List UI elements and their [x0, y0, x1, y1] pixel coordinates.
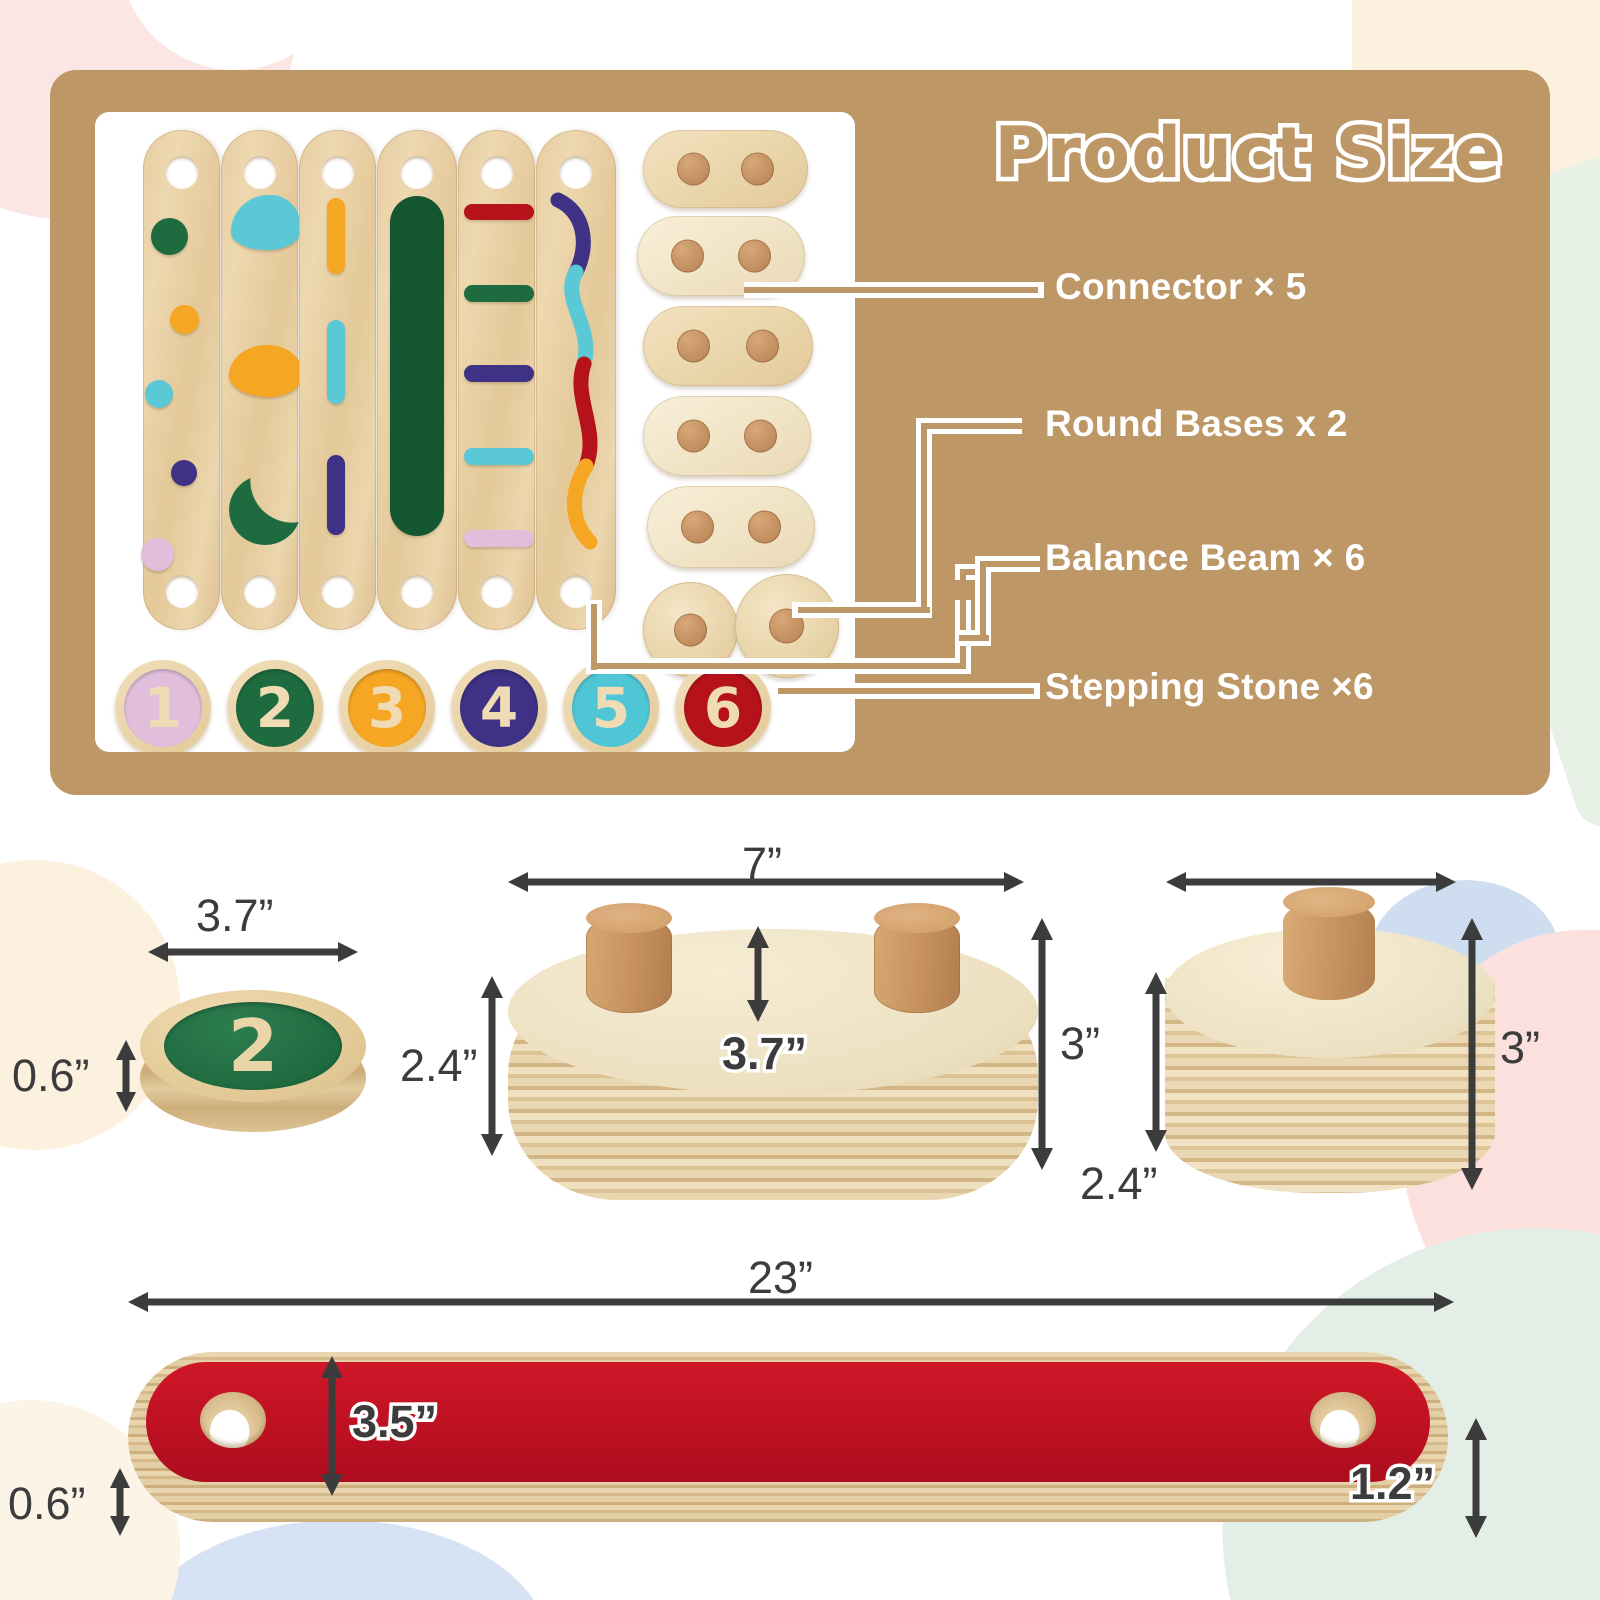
dim-round-base-total-height: 3” — [1500, 1022, 1541, 1073]
stone-number-6: 6 — [703, 676, 743, 740]
leader-line-stepping-stone — [778, 683, 1040, 699]
arrow-round-base-total-height — [1461, 918, 1483, 1190]
dim-beam-length: 23” — [748, 1252, 814, 1303]
callout-stepping-stone: Stepping Stone ×6 — [1045, 666, 1374, 707]
product-photo: 1 2 3 4 5 6 — [95, 112, 855, 752]
stone-number-2: 2 — [255, 676, 295, 740]
dim-beam-thickness: 0.6” — [8, 1478, 86, 1529]
beam-pill-cyan — [327, 320, 345, 404]
stepping-stone-2: 2 — [227, 660, 323, 752]
arrow-connector-inner — [747, 926, 769, 1022]
beam-dot-green — [151, 218, 188, 255]
balance-beam-4 — [377, 130, 457, 630]
disc-top: 2 — [140, 990, 366, 1102]
dim-beam-end-width: 1.2” — [1346, 1455, 1438, 1513]
arrow-connector-total-height — [1031, 918, 1053, 1170]
beam-dot-pink — [141, 538, 174, 571]
beam-dot-orange — [170, 305, 199, 334]
beam-bar-pink — [464, 530, 534, 547]
product-size-panel: Product Size — [50, 70, 1550, 795]
beam-pill-purple — [327, 455, 345, 535]
connector-3 — [643, 306, 813, 386]
dim-stone-thickness: 0.6” — [12, 1050, 90, 1101]
callout-balance-beam: Balance Beam × 6 — [1045, 537, 1366, 578]
arrow-beam-end-width — [1465, 1418, 1487, 1538]
callout-connector: Connector × 5 — [1055, 266, 1307, 307]
stepping-stone-1: 1 — [115, 660, 211, 752]
stone-face-2: 2 — [236, 669, 314, 747]
callout-round-bases: Round Bases x 2 — [1045, 403, 1348, 444]
dim-connector-body-height: 2.4” — [400, 1040, 478, 1091]
beam-shape-peanut — [229, 345, 303, 397]
arrow-beam-length — [128, 1292, 1454, 1312]
connector-1 — [643, 130, 808, 208]
beam-dot-cyan — [145, 380, 173, 408]
arrow-stone-thickness — [116, 1040, 136, 1112]
beam-pill-orange — [327, 198, 345, 274]
blob-blue-bottomleft — [130, 1520, 550, 1600]
beam-wave-path — [550, 192, 598, 550]
dim-round-base-body-height: 2.4” — [1080, 1158, 1158, 1209]
leader-line-connector — [744, 282, 1044, 298]
page-title: Product Size — [990, 108, 1506, 199]
connector-dimension-figure — [508, 903, 1038, 1210]
arrow-beam-thickness — [110, 1468, 130, 1536]
dim-connector-inner: 3.7” — [718, 1025, 810, 1083]
disc-number: 2 — [227, 1004, 279, 1088]
arrow-connector-body-height — [481, 976, 503, 1156]
balance-beam-2 — [221, 130, 303, 630]
balance-beam-dimension-figure — [128, 1352, 1448, 1522]
leader-line-balance-beam-tail — [955, 556, 1040, 646]
dim-stone-width: 3.7” — [196, 890, 274, 941]
stone-number-5: 5 — [591, 676, 631, 740]
beam-pill-long-green — [390, 196, 444, 536]
stone-face-3: 3 — [348, 669, 426, 747]
beam-hole-left — [200, 1392, 266, 1448]
connector-knob-right — [874, 903, 960, 1013]
beam-bar-purple — [464, 365, 534, 382]
stone-face-1: 1 — [124, 669, 202, 747]
beam-hole-right — [1310, 1392, 1376, 1448]
stone-face-5: 5 — [572, 669, 650, 747]
beam-shape-heart — [231, 195, 301, 250]
dim-beam-width: 3.5” — [348, 1393, 440, 1451]
connector-4 — [643, 396, 811, 476]
stepping-stone-5: 5 — [563, 660, 659, 752]
stone-number-3: 3 — [367, 676, 407, 740]
arrow-round-base-width — [1166, 872, 1456, 892]
connector-5 — [647, 486, 815, 568]
arrow-connector-width — [508, 872, 1024, 892]
dim-connector-width: 7” — [742, 838, 783, 889]
arrow-stone-width — [148, 942, 358, 962]
arrow-round-base-body-height — [1145, 972, 1167, 1152]
balance-beam-6 — [536, 130, 616, 630]
beam-bar-cyan — [464, 448, 534, 465]
stepping-stone-6: 6 — [675, 660, 771, 752]
stepping-stone-4: 4 — [451, 660, 547, 752]
arrow-beam-width — [321, 1356, 343, 1496]
connector-knob-left — [586, 903, 672, 1013]
beam-bar-red — [464, 204, 534, 220]
beam-shape-moon — [229, 475, 301, 545]
dim-connector-total-height: 3” — [1060, 1018, 1101, 1069]
balance-beam-5 — [458, 130, 535, 630]
stone-face-4: 4 — [460, 669, 538, 747]
beam-bar-green — [464, 285, 534, 302]
stone-face-6: 6 — [684, 669, 762, 747]
leader-line-round-bases — [792, 418, 1022, 618]
stepping-stone-3: 3 — [339, 660, 435, 752]
disc-face: 2 — [164, 1002, 342, 1090]
stone-number-1: 1 — [143, 676, 183, 740]
beam-dot-purple — [171, 460, 197, 486]
stone-number-4: 4 — [479, 676, 519, 740]
balance-beam-3 — [299, 130, 376, 630]
round-base-knob — [1283, 887, 1375, 1000]
beam-red-face — [146, 1362, 1430, 1482]
balance-beam-1 — [141, 130, 220, 630]
round-base-dimension-figure — [1165, 887, 1495, 1210]
leader-line-balance-beam — [586, 564, 986, 690]
stepping-stone-dimension-figure: 2 — [140, 990, 370, 1140]
